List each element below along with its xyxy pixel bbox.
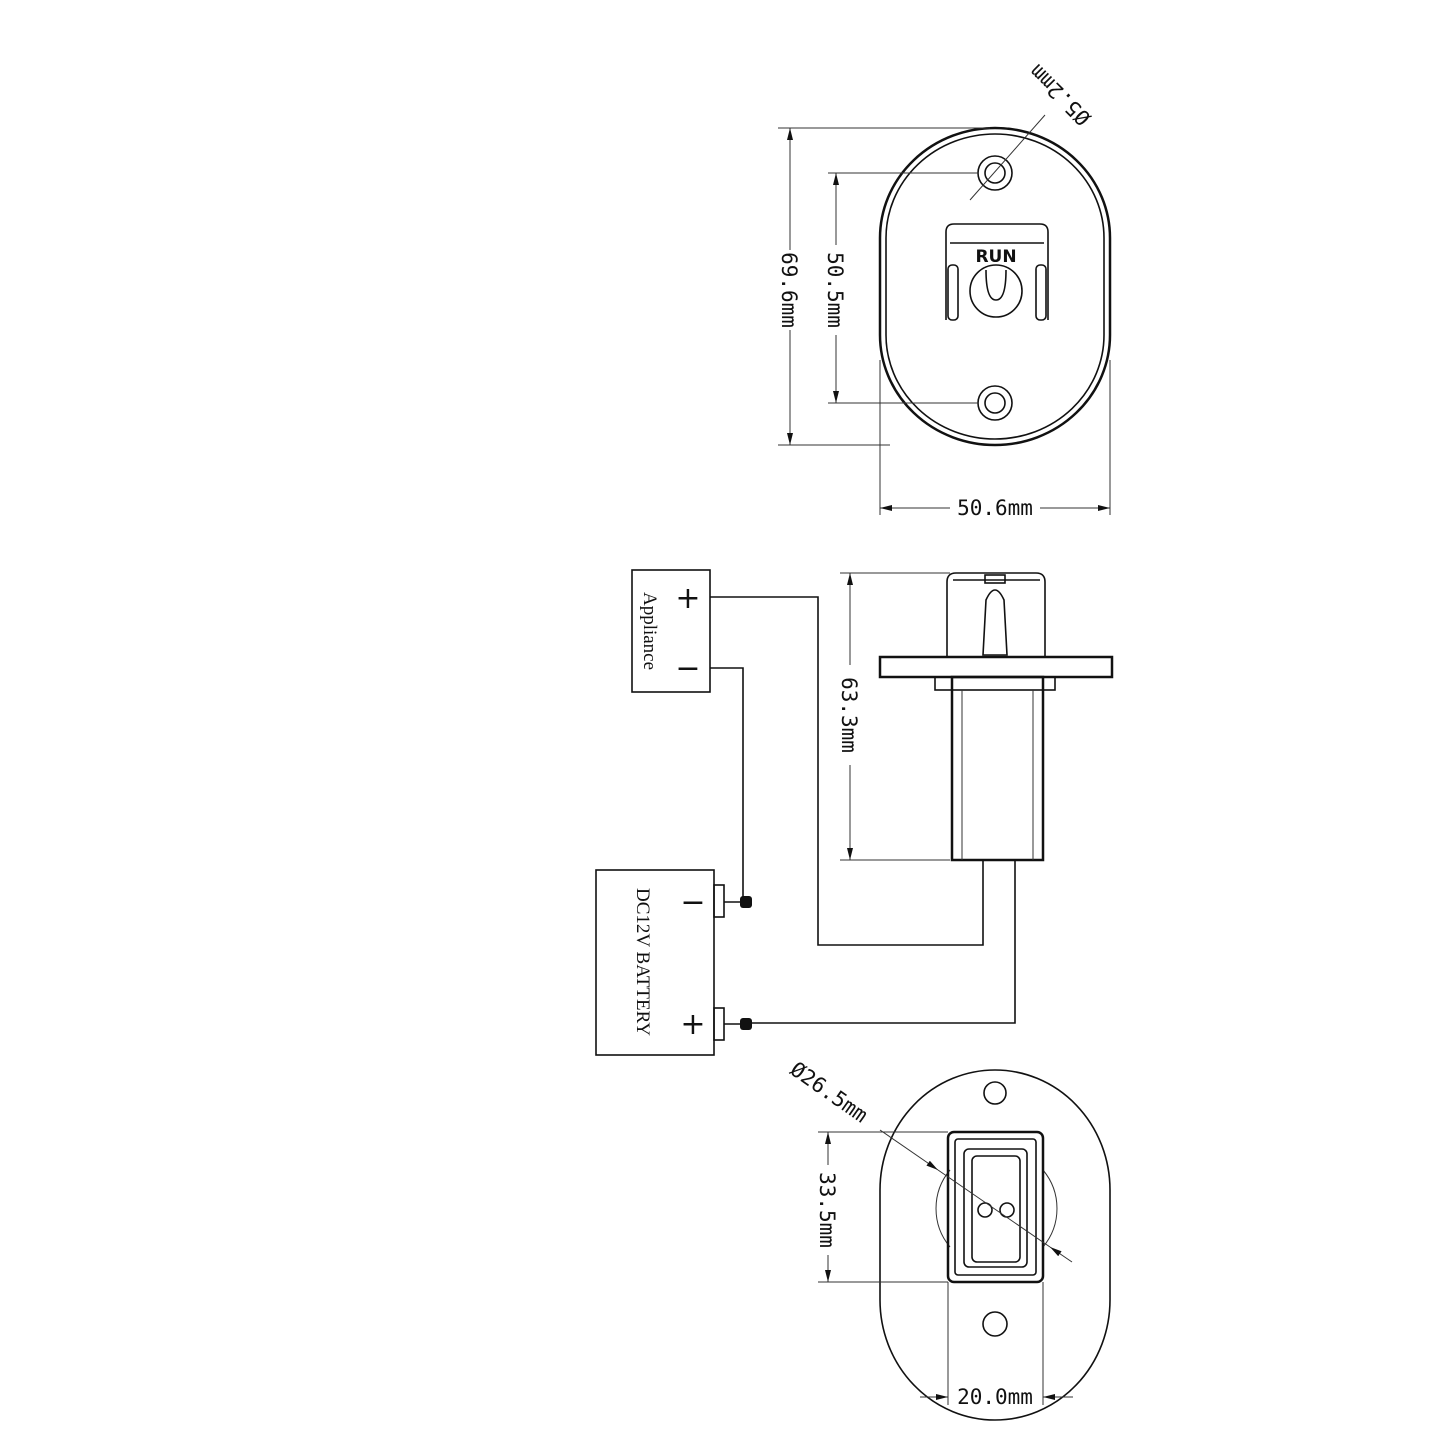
dimension-hole-diameter: Ø5.2mm [969, 60, 1096, 201]
pin-left [977, 1202, 993, 1218]
toggle-lever [982, 589, 1008, 656]
wire-appliance-to-battery [710, 667, 744, 898]
mounting-hole-bottom [977, 385, 1013, 421]
plate-outline-inner [885, 133, 1105, 440]
switch-label: RUN [975, 247, 1016, 267]
wire-battery-to-switch [752, 860, 1016, 1024]
dimension-height: 69.6mm [777, 127, 990, 446]
circle-diameter-dim-label: Ø26.5mm [786, 1057, 872, 1127]
dimension-length: 63.3mm [837, 572, 950, 861]
pin-right [999, 1202, 1015, 1218]
battery-terminal-negative [713, 884, 725, 918]
rect-height-dim-label: 33.5mm [815, 1172, 839, 1248]
rect-width-dim-label: 20.0mm [957, 1385, 1033, 1409]
mounting-hole-top [983, 1081, 1007, 1105]
dimension-hole-spacing: 50.5mm [823, 172, 978, 404]
battery-box [595, 869, 715, 1056]
side-view: 63.3mm [837, 572, 1114, 862]
appliance-label: Appliance [639, 592, 660, 670]
flange [878, 655, 1114, 679]
battery-label: DC12V BATTERY [632, 888, 653, 1036]
hole-diameter-dim-label: Ø5.2mm [1025, 60, 1096, 131]
hole-spacing-dim-label: 50.5mm [823, 252, 847, 328]
dimension-width: 50.6mm [879, 360, 1111, 520]
mounting-hole-bottom [982, 1311, 1008, 1337]
toggle-switch-guard: RUN [945, 223, 1049, 321]
plate-outline-outer [878, 126, 1112, 447]
plate-outline [879, 1069, 1111, 1421]
battery-terminal-positive [713, 1007, 725, 1041]
appliance-minus: − [675, 651, 700, 686]
battery-plus: + [680, 1007, 705, 1042]
mounting-hole-bottom-inner [984, 392, 1006, 414]
height-dim-label: 69.6mm [777, 252, 801, 328]
width-dim-label: 50.6mm [957, 496, 1033, 520]
wire-appliance-to-switch [710, 596, 984, 946]
switch-body [950, 675, 1045, 862]
mounting-hole-top-inner [984, 162, 1006, 184]
dimension-rect-height: 33.5mm [815, 1131, 948, 1283]
appliance-box [631, 569, 711, 693]
dimension-rect-width: 20.0mm [920, 1282, 1073, 1409]
battery-minus: − [680, 885, 705, 920]
top-view: RUN 69.6mm 50.5mm 50.6mm Ø5.2mm [777, 60, 1112, 520]
bottom-view: Ø26.5mm 33.5mm 20.0mm [786, 1057, 1111, 1421]
length-dim-label: 63.3mm [837, 677, 861, 753]
appliance-plus: + [675, 581, 700, 616]
socket-outer [946, 1130, 1045, 1284]
wiring-diagram: Appliance + − DC12V BATTERY − + [595, 569, 1016, 1056]
